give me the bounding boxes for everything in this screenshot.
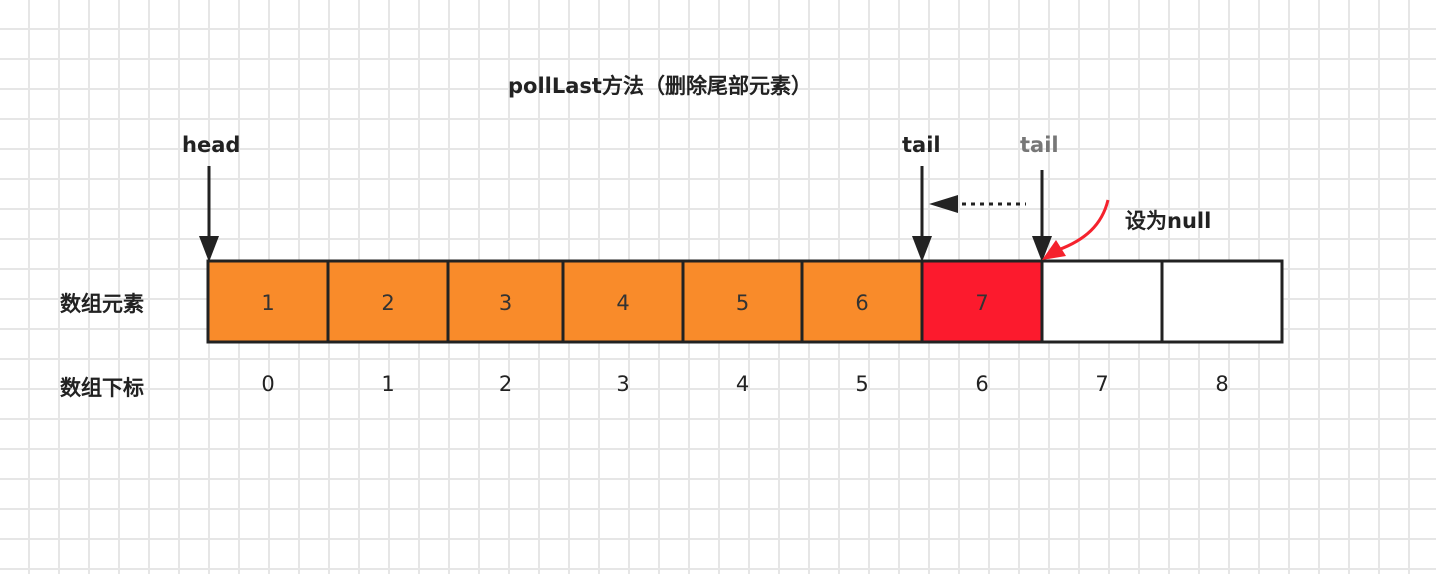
- tail-new-label: tail: [902, 133, 941, 157]
- cell-value: 2: [381, 291, 394, 315]
- cell-index: 2: [498, 372, 513, 396]
- array-cell: [1040, 259, 1164, 344]
- set-null-curved-arrow: [1042, 199, 1110, 260]
- cell-index: 1: [381, 372, 395, 396]
- head-label: head: [182, 133, 241, 157]
- array-cell: [326, 259, 450, 344]
- cell-index: 8: [1215, 372, 1229, 396]
- head-arrow: [199, 166, 219, 262]
- cell-index: 6: [975, 372, 989, 396]
- cell-value: 6: [855, 291, 868, 315]
- array-cell: [1160, 259, 1284, 344]
- index-row-label: 数组下标: [60, 376, 144, 400]
- array-cell: [446, 259, 565, 344]
- cell-index: 7: [1095, 372, 1109, 396]
- cell-value: 3: [499, 291, 512, 315]
- cell-index: 4: [735, 372, 750, 396]
- cell-value: 1: [261, 291, 274, 315]
- array-cell: [920, 259, 1044, 344]
- cell-value: 4: [616, 291, 629, 315]
- set-null-label: 设为null: [1125, 209, 1212, 233]
- elements-row-label: 数组元素: [60, 292, 144, 316]
- tail-old-arrow: [1032, 170, 1052, 262]
- cell-index: 0: [261, 372, 275, 396]
- cell-index: 5: [855, 372, 869, 396]
- array-cell: [206, 259, 330, 344]
- diagram-title: pollLast方法（删除尾部元素）: [508, 74, 812, 98]
- tail-new-arrow: [912, 166, 932, 262]
- tail-old-label: tail: [1020, 133, 1059, 157]
- array-cell: [681, 259, 804, 344]
- cell-index: 3: [616, 372, 630, 396]
- cell-value: 5: [736, 291, 749, 315]
- cell-value: 7: [975, 291, 988, 315]
- tail-move-dotted-arrow: [929, 195, 1026, 213]
